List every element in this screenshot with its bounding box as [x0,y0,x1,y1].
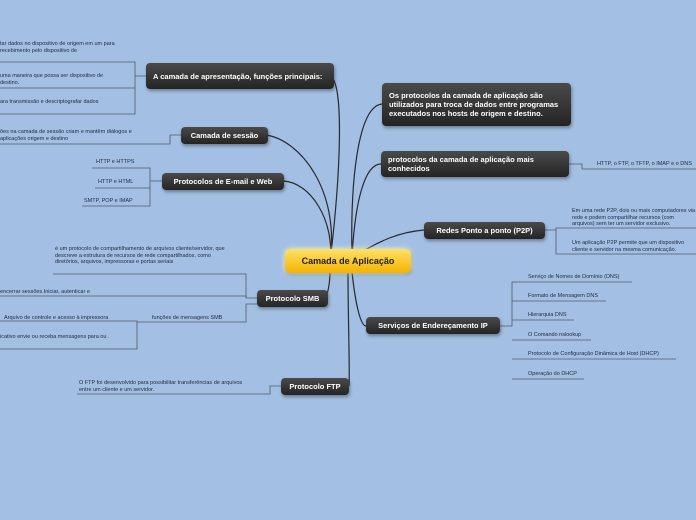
link-sessao [265,134,332,263]
leaf-ip-3: Hierarquia DNS [528,312,567,318]
topic-p2p[interactable]: Redes Ponto a ponto (P2P) [424,222,545,239]
leaf-ip-5: Protocolo de Configuração Dinâmica de Ho… [528,351,659,357]
topic-smb-label: Protocolo SMB [265,294,320,303]
leaf-ip-1: Serviço de Nomes de Domínio (DNS) [528,274,620,280]
topic-email-web-label: Protocolos de E-mail e Web [173,177,273,186]
topic-ftp[interactable]: Protocolo FTP [281,378,349,395]
topic-ip-label: Serviços de Endereçamento IP [378,321,488,330]
link-ftp [347,271,350,387]
leaf-smb-5: icativo envie ou receba mensagens para o… [0,334,110,340]
leaf-sessao-1: ões na camada de sessão criam e mantêm d… [0,129,132,142]
topic-email-web[interactable]: Protocolos de E-mail e Web [162,173,284,190]
leaf-apresentacao-2: uma maneira que possa ser dispositivo de… [0,73,104,86]
leaf-apresentacao-1: tar dados no dispositivo de origem em um… [0,41,115,54]
leaf-ip-6: Operação do DHCP [528,371,577,377]
leaf-smb-2: encerrar sessões.Iniciar, autenticar e [0,289,90,295]
leaf-smb-4: Arquivo de controle e acesso à impressor… [4,315,109,321]
topic-sessao[interactable]: Camada de sessão [181,127,268,144]
link-ip [351,271,367,327]
leaf-email-web-3: SMTP, POP e IMAP [84,198,133,204]
leaf-email-web-2: HTTP e HTML [98,179,134,185]
topic-sessao-label: Camada de sessão [190,131,259,140]
leaf-conhecidos-1: HTTP, o FTP, o TFTP, o IMAP e o DNS [597,161,692,167]
link-apresentacao [329,75,341,263]
topic-ftp-label: Protocolo FTP [289,382,341,391]
leaf-ip-4: O Comando nslookup [528,332,582,338]
leaf-apresentacao-3: ara transmissão e descriptografar dados [0,99,99,105]
topic-ip[interactable]: Serviços de Endereçamento IP [366,317,500,334]
leaf-p2p-2: Um aplicação P2P permite que um disposit… [572,240,685,253]
central-topic-label: Camada de Aplicação [301,256,395,266]
topic-smb[interactable]: Protocolo SMB [257,290,328,307]
leaf-email-web-1: HTTP e HTTPS [96,159,135,165]
topic-protocolos[interactable]: Os protocolos da camada de aplicação são… [382,83,571,126]
topic-p2p-label: Redes Ponto a ponto (P2P) [436,226,533,235]
topic-apresentacao[interactable]: A camada de apresentação, funções princi… [146,63,334,89]
link-email-web [282,180,332,263]
leaf-p2p-1: Em uma rede P2P, dois ou mais computador… [572,208,696,228]
link-protocolos [351,103,383,259]
leaf-smb-1: é um protocolo de compartilhamento de ar… [55,246,225,266]
link-conhecidos [351,163,382,259]
topic-conhecidos-label: protocolos da camada de aplicação mais c… [388,155,534,173]
leaf-smb-3: funções de mensagens SMB [152,315,223,321]
topic-apresentacao-label: A camada de apresentação, funções princi… [153,71,323,81]
leaf-ip-2: Formato de Mensagem DNS [528,293,598,299]
topic-conhecidos[interactable]: protocolos da camada de aplicação mais c… [381,151,569,177]
topic-protocolos-label: Os protocolos da camada de aplicação são… [389,91,559,118]
leaf-ftp-1: O FTP foi desenvolvido para possibilitar… [79,380,243,393]
central-topic[interactable]: Camada de Aplicação [285,249,411,273]
